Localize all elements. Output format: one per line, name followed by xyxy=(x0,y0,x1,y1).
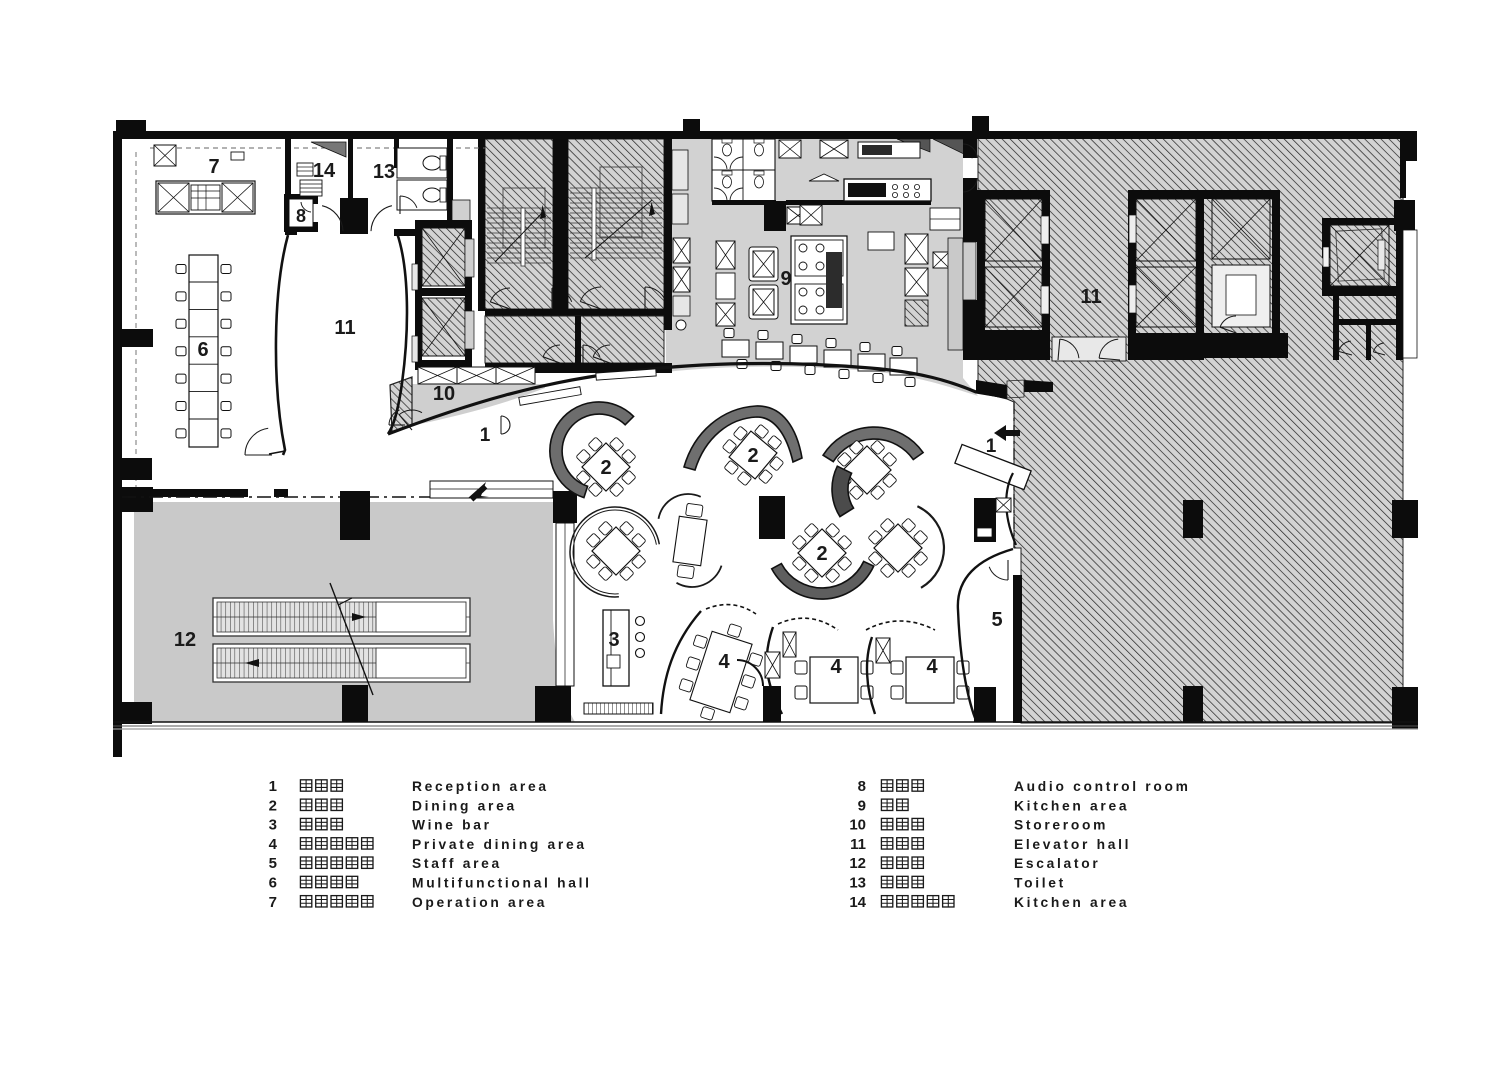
svg-text:2: 2 xyxy=(269,797,277,814)
svg-text:Wine bar: Wine bar xyxy=(412,818,492,833)
svg-text:Escalator: Escalator xyxy=(1014,856,1100,871)
svg-text:Staff area: Staff area xyxy=(412,856,502,871)
svg-text:4: 4 xyxy=(830,656,842,678)
svg-text:11: 11 xyxy=(334,317,355,339)
svg-text:1: 1 xyxy=(269,778,277,795)
svg-text:Reception area: Reception area xyxy=(412,779,549,794)
svg-text:1: 1 xyxy=(480,425,491,446)
svg-text:1: 1 xyxy=(986,436,997,457)
svg-text:14: 14 xyxy=(313,160,336,182)
svg-text:9: 9 xyxy=(780,268,791,290)
svg-text:Toilet: Toilet xyxy=(1014,876,1066,891)
svg-text:9: 9 xyxy=(858,797,866,814)
svg-text:Storeroom: Storeroom xyxy=(1014,818,1108,833)
svg-text:12: 12 xyxy=(174,629,196,651)
svg-text:10: 10 xyxy=(849,817,866,834)
svg-text:4: 4 xyxy=(269,836,278,853)
svg-text:4: 4 xyxy=(926,656,938,678)
svg-text:10: 10 xyxy=(433,383,455,405)
svg-text:2: 2 xyxy=(600,457,611,479)
svg-text:5: 5 xyxy=(269,855,277,872)
svg-text:7: 7 xyxy=(208,156,219,178)
svg-text:11: 11 xyxy=(850,836,866,853)
svg-text:5: 5 xyxy=(991,609,1002,631)
svg-text:Multifunctional hall: Multifunctional hall xyxy=(412,876,592,891)
svg-text:Kitchen area: Kitchen area xyxy=(1014,895,1129,910)
svg-text:6: 6 xyxy=(197,339,208,361)
svg-text:3: 3 xyxy=(269,817,277,834)
svg-text:8: 8 xyxy=(858,778,866,795)
svg-text:Dining area: Dining area xyxy=(412,798,517,813)
svg-text:6: 6 xyxy=(269,875,277,892)
svg-text:2: 2 xyxy=(816,543,827,565)
svg-text:13: 13 xyxy=(849,875,866,892)
svg-text:Audio control room: Audio control room xyxy=(1014,779,1191,794)
svg-text:Kitchen area: Kitchen area xyxy=(1014,798,1129,813)
svg-text:13: 13 xyxy=(373,161,395,183)
svg-text:4: 4 xyxy=(718,651,730,673)
svg-text:Operation area: Operation area xyxy=(412,895,547,910)
svg-text:Private dining area: Private dining area xyxy=(412,837,587,852)
svg-text:Elevator hall: Elevator hall xyxy=(1014,837,1131,852)
svg-text:8: 8 xyxy=(296,206,306,226)
svg-text:12: 12 xyxy=(849,855,866,872)
svg-text:3: 3 xyxy=(608,629,619,651)
svg-text:2: 2 xyxy=(747,445,758,467)
svg-text:11: 11 xyxy=(1080,286,1101,308)
svg-text:14: 14 xyxy=(849,894,866,911)
svg-text:7: 7 xyxy=(269,894,277,911)
